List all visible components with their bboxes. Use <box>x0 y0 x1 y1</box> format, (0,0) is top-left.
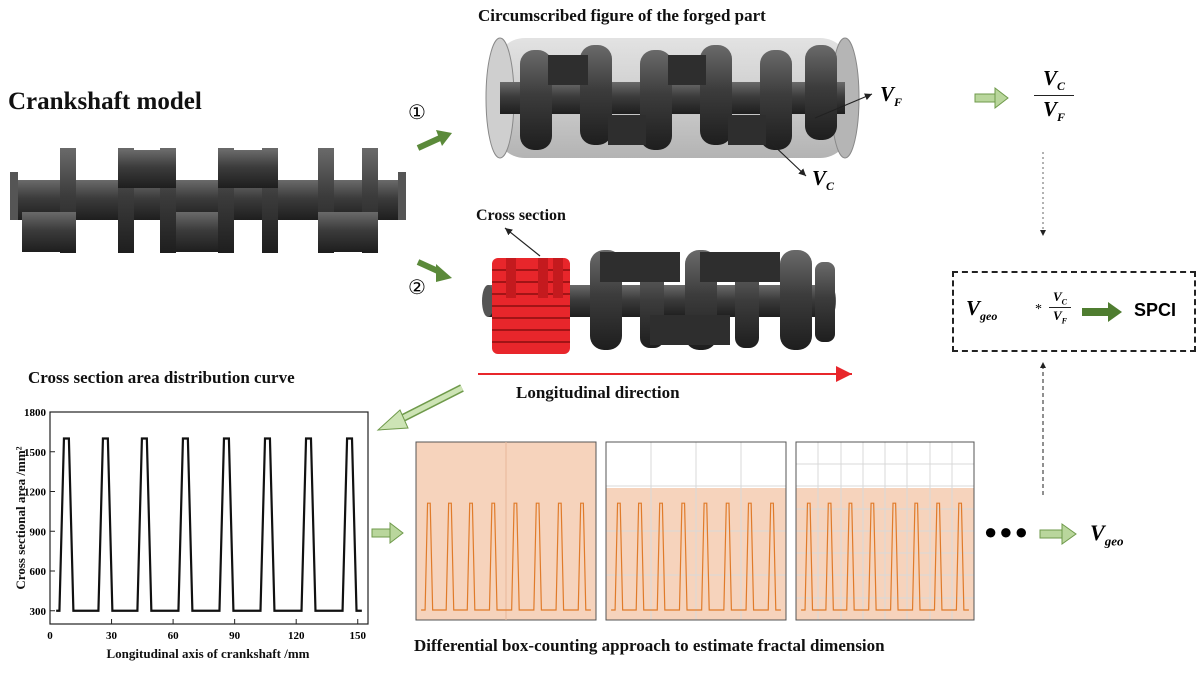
chart-xlabel: Longitudinal axis of crankshaft /mm <box>106 646 310 661</box>
circumscribed-title: Circumscribed figure of the forged part <box>478 6 766 25</box>
distribution-title: Cross section area distribution curve <box>28 368 295 387</box>
arrow-to-dbc <box>371 521 404 545</box>
step-arrow-2 <box>416 259 452 282</box>
y-tick-label: 1800 <box>24 407 47 419</box>
cross-section-pointer <box>504 227 541 257</box>
y-tick-label: 900 <box>30 526 47 538</box>
x-tick-label: 60 <box>168 630 180 642</box>
dbc-caption: Differential box-counting approach to es… <box>414 636 885 655</box>
longitudinal-label: Longitudinal direction <box>516 383 680 402</box>
spci-formula-box <box>952 271 1196 352</box>
chart-series-line <box>56 437 362 612</box>
x-tick-label: 90 <box>229 630 241 642</box>
arrow-to-ratio <box>974 86 1009 110</box>
chart-frame <box>49 411 369 625</box>
formula-ratio: VC VF <box>1046 289 1074 325</box>
x-tick-label: 150 <box>349 630 366 642</box>
arrow-to-vgeo <box>1039 523 1077 545</box>
ratio-fraction: VC VF <box>1030 66 1078 125</box>
dbc-panel-3 <box>795 441 975 621</box>
spci-label: SPCI <box>1134 300 1177 320</box>
x-tick-label: 0 <box>47 630 53 642</box>
y-tick-label: 600 <box>30 566 47 578</box>
distribution-chart: 300 600 900 1200 1500 1800 0 30 60 90 120 150 <box>24 407 369 642</box>
chart-y-ticks: 300 600 900 1200 1500 1800 <box>24 407 55 618</box>
step-arrow-1 <box>416 130 452 151</box>
chart-ylabel: Cross sectional area /mm² <box>13 446 28 590</box>
formula-times: * <box>1035 302 1042 317</box>
dbc-panel-2 <box>605 441 787 621</box>
crankshaft-model-image <box>10 148 406 253</box>
dbc-panel-1 <box>415 441 597 621</box>
formula-vgeo: Vgeo <box>966 296 998 324</box>
vgeo-output: Vgeo <box>1090 520 1124 549</box>
y-tick-label: 300 <box>30 606 47 618</box>
y-tick-label: 1200 <box>24 487 47 499</box>
chart-x-ticks: 0 30 60 90 120 150 <box>47 619 366 642</box>
x-tick-label: 30 <box>106 630 118 642</box>
vc-pointer <box>767 139 807 177</box>
crankshaft-model-title: Crankshaft model <box>8 88 202 115</box>
y-tick-label: 1500 <box>24 447 47 459</box>
circumscribed-figure-image <box>485 37 860 159</box>
formula-arrow <box>1082 302 1122 322</box>
ellipsis: ●●● <box>984 519 1030 544</box>
red-cross-slices <box>492 258 570 354</box>
step-marker-2: ② <box>408 277 426 299</box>
vf-label: VF <box>880 82 903 110</box>
ratio-numerator: VC <box>1042 66 1066 94</box>
vf-pointer <box>814 93 873 119</box>
vc-label: VC <box>812 166 835 194</box>
step-marker-1: ① <box>408 102 426 124</box>
x-tick-label: 120 <box>288 630 305 642</box>
cross-section-title: Cross section <box>476 207 566 224</box>
cross-section-image <box>482 250 836 354</box>
ratio-denominator: VF <box>1042 97 1066 125</box>
arrow-to-chart <box>376 384 464 431</box>
